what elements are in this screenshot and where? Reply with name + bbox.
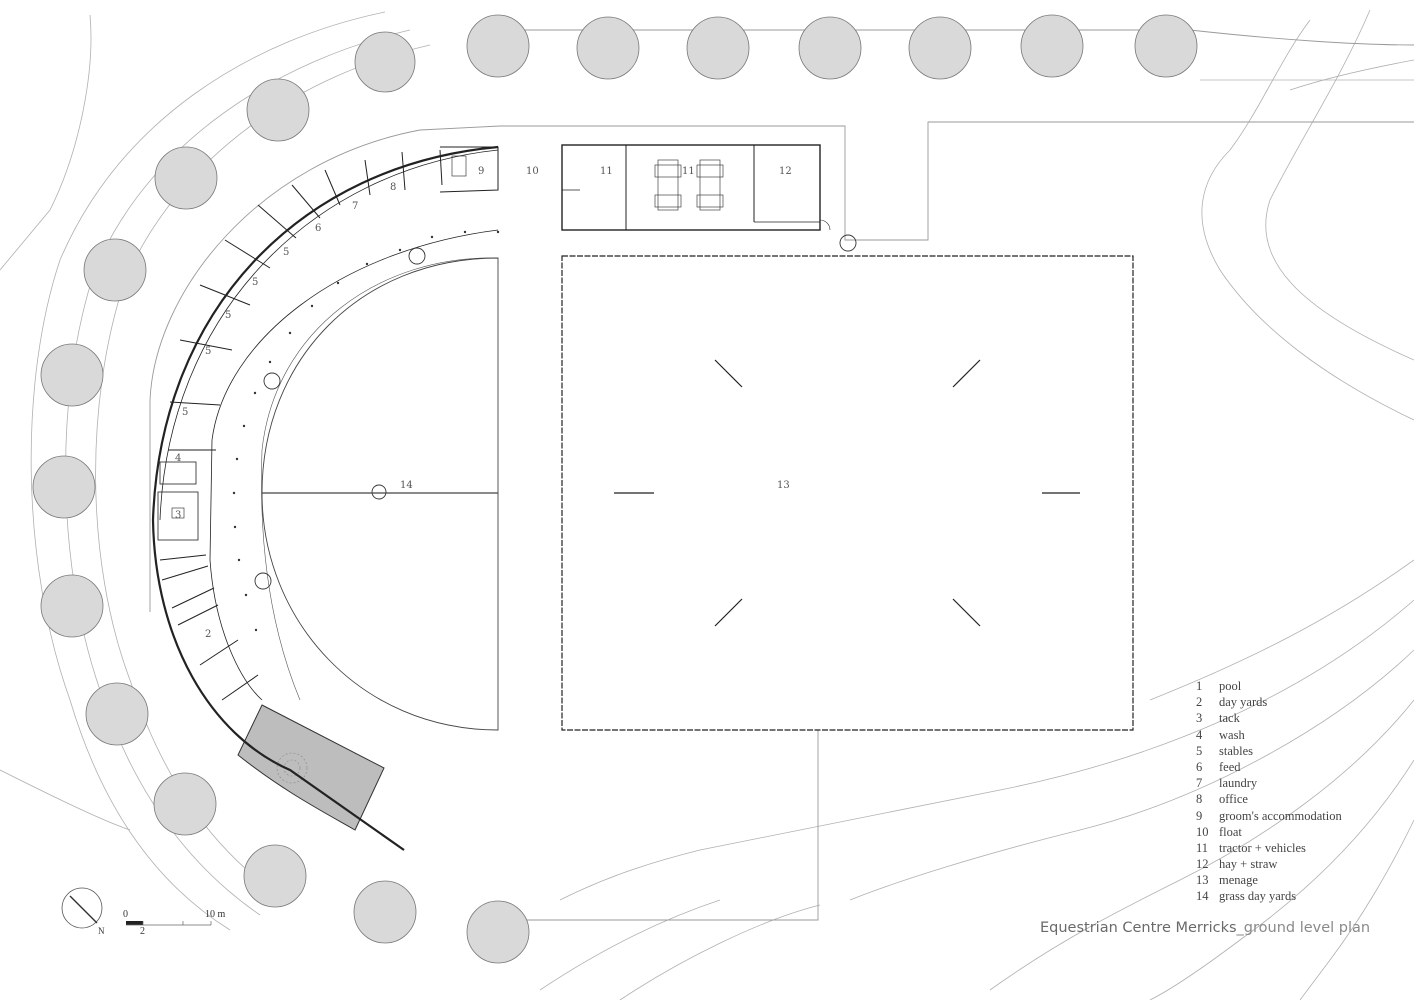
tree: [354, 31, 416, 93]
room-label: 11: [682, 166, 695, 177]
tree: [466, 14, 530, 78]
tree: [686, 16, 750, 80]
room-label: 2: [205, 629, 211, 640]
room-label: 13: [777, 480, 790, 491]
vehicle-shed: [561, 144, 831, 231]
tree: [466, 900, 530, 964]
room-label: 5: [182, 407, 188, 418]
room-label: 5: [283, 247, 289, 258]
tractor-icon: [654, 159, 724, 211]
outer-wall: [151, 145, 499, 851]
room-label: 3: [175, 510, 181, 521]
room-label: 8: [390, 182, 396, 193]
tree: [153, 772, 217, 836]
tree: [40, 574, 104, 638]
tree: [40, 343, 104, 407]
room-label: 7: [352, 201, 358, 212]
tree: [246, 78, 310, 142]
room-dividers: [159, 149, 443, 701]
north-arrow: N: [61, 887, 105, 936]
tree: [353, 880, 417, 944]
walkway-edge: [261, 257, 499, 701]
column-dots: [232, 230, 500, 632]
room-label: 9: [478, 166, 484, 177]
plan-title-sub: _ground level plan: [1236, 920, 1371, 936]
room-label: 5: [225, 310, 231, 321]
menage-arena: [561, 255, 1134, 731]
stable-building: [151, 145, 499, 851]
plan-title-main: Equestrian Centre Merricks: [1040, 920, 1237, 936]
room-label: 14: [400, 480, 413, 491]
tree: [154, 146, 218, 210]
tree: [576, 16, 640, 80]
trees: [32, 14, 1198, 964]
grass-day-yards: [261, 257, 499, 731]
scale-ten-label: 10 m: [205, 909, 226, 920]
groom-block: [439, 146, 499, 193]
room-labels: 2 3 4 5 5 5 5 5 6 7 8 9 10 11 11 12 13 1…: [175, 166, 792, 640]
tree: [798, 16, 862, 80]
tree: [83, 238, 147, 302]
inner-wall: [159, 149, 499, 521]
tree: [908, 16, 972, 80]
tree: [243, 844, 307, 908]
room-label: 12: [779, 166, 792, 177]
scale-zero-label: 0: [123, 909, 128, 920]
wash-bay: [159, 461, 197, 485]
plan-title: Equestrian Centre Merricks_ground level …: [1040, 920, 1370, 936]
room-label: 5: [252, 277, 258, 288]
pool: [237, 704, 385, 831]
room-label: 11: [600, 166, 613, 177]
tree: [85, 682, 149, 746]
room-label: 6: [315, 223, 321, 234]
corridor-wall: [209, 229, 499, 701]
north-label: N: [98, 926, 105, 936]
groom-fixture: [451, 155, 467, 177]
tack-box: [171, 507, 185, 519]
scale-two-label: 2: [140, 926, 145, 937]
tree: [1020, 14, 1084, 78]
water-troughs: [254, 234, 857, 590]
room-label: 5: [205, 346, 211, 357]
tree: [1134, 14, 1198, 78]
scale-bar: [126, 921, 212, 926]
tack-room: [157, 491, 199, 541]
tree: [32, 455, 96, 519]
room-label: 4: [175, 453, 181, 464]
boundary-lines: [149, 29, 1414, 921]
room-label: 10: [526, 166, 539, 177]
